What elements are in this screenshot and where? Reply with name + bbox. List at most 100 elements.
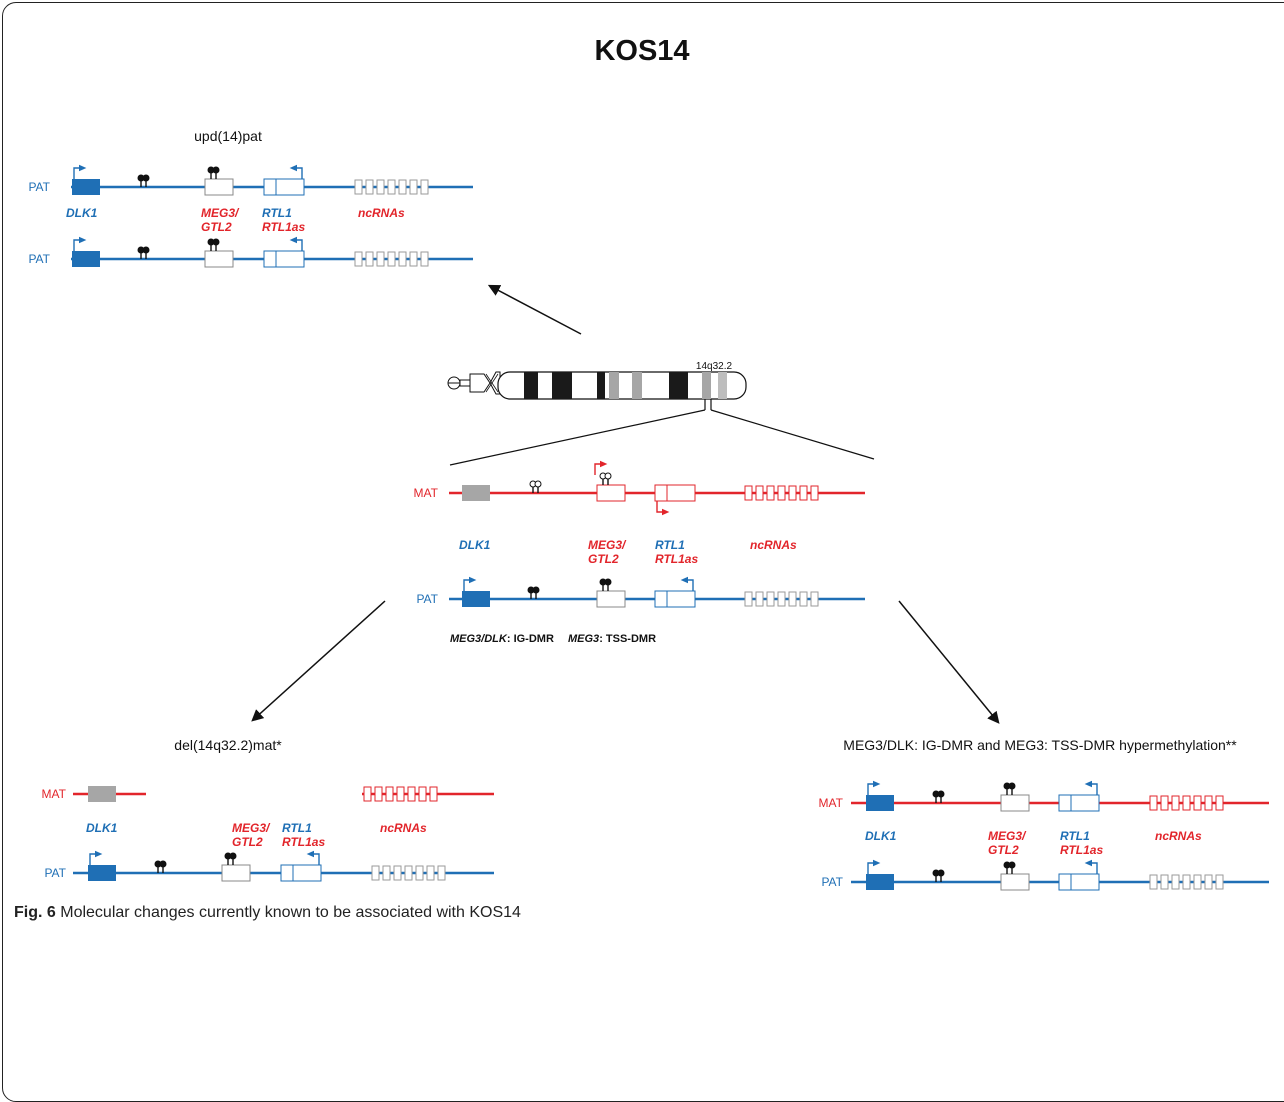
ncrna-exon: [387, 251, 396, 267]
ncrna-exon: [393, 865, 402, 881]
meg3-gene-box: [204, 178, 234, 196]
ncrna-exon: [365, 179, 374, 195]
gtl2-label: GTL2: [232, 835, 263, 849]
methylated-cpg: [532, 586, 540, 594]
pat-strand-label: PAT: [28, 180, 50, 194]
figure-title: KOS14: [594, 35, 689, 67]
methylated-cpg: [212, 166, 220, 174]
ncrna-exon: [398, 251, 407, 267]
rtl1-box: [1058, 873, 1100, 891]
transcription-start-arrow: [680, 576, 694, 591]
ncrna-exon: [429, 786, 438, 802]
ncrna-exon: [1204, 874, 1213, 890]
figure-caption: Fig. 6 Molecular changes currently known…: [14, 904, 521, 922]
ncrna-exon: [354, 179, 363, 195]
dlk1-gene-box: [72, 251, 100, 267]
dlk1-gene-box: [866, 874, 894, 890]
rtl1-box: [1058, 794, 1100, 812]
ncrna-exon: [418, 786, 427, 802]
ncrna-exon: [385, 786, 394, 802]
ncrna-exon: [1171, 795, 1180, 811]
ig-dmr-label: : IG-DMR: [507, 633, 554, 645]
ncrna-exon: [1215, 795, 1224, 811]
meg3-gene-box: [204, 250, 234, 268]
zoom-line-left: [449, 409, 706, 466]
ncrna-exon: [382, 865, 391, 881]
ncrna-exon: [766, 485, 775, 501]
transcription-start-arrow: [73, 164, 87, 179]
caption-text: Molecular changes currently known to be …: [60, 904, 521, 921]
dlk1-label: DLK1: [459, 538, 491, 552]
dlk1-gene-box: [866, 795, 894, 811]
ncrna-exon: [1193, 874, 1202, 890]
transcription-start-arrow: [656, 501, 670, 516]
ig-dmr-gene: MEG3/DLK: [450, 633, 508, 645]
methylated-cpg: [159, 860, 167, 868]
ncrna-exon: [398, 179, 407, 195]
transcription-start-arrow: [463, 576, 477, 591]
ncrna-exon: [744, 485, 753, 501]
chromosome-14-ideogram: 14q32.2: [447, 361, 747, 410]
unmethylated-cpg: [604, 472, 612, 480]
transcription-start-arrow: [1084, 859, 1098, 874]
rtl1-box: [280, 864, 322, 882]
methylated-cpg: [1008, 782, 1016, 790]
caption-label: Fig. 6: [14, 904, 56, 921]
transcription-start-arrow: [289, 236, 303, 251]
arrow-to-deletion: [251, 600, 386, 722]
methylated-cpg: [937, 790, 945, 798]
ncrna-exon: [415, 865, 424, 881]
ncrna-exon: [755, 485, 764, 501]
dlk1-gene-box: [88, 786, 116, 802]
rtl1-box: [263, 178, 305, 196]
ncrna-exon: [396, 786, 405, 802]
ncrna-exon: [376, 251, 385, 267]
ncrna-exon: [420, 251, 429, 267]
methylated-cpg: [212, 238, 220, 246]
gtl2-label: GTL2: [588, 552, 619, 566]
ncrna-exon: [1171, 874, 1180, 890]
ncrna-exon: [376, 179, 385, 195]
arrow-to-hypermethylation: [898, 600, 1000, 724]
dlk1-label: DLK1: [86, 821, 118, 835]
ncrna-exon: [437, 865, 446, 881]
meg3-gene-box: [596, 484, 626, 502]
ncrna-exon: [374, 786, 383, 802]
ncrna-exon: [1149, 874, 1158, 890]
ncrnas-label: ncRNAs: [380, 821, 427, 835]
meg3-label: MEG3/: [988, 829, 1027, 843]
rtl1-label: RTL1: [282, 821, 312, 835]
rtl1-box: [263, 250, 305, 268]
mat-strand-label: MAT: [42, 787, 67, 801]
methylated-cpg: [142, 246, 150, 254]
rtl1-box: [654, 484, 696, 502]
tss-dmr-gene: MEG3: [568, 633, 599, 645]
mat-strand-label: MAT: [819, 796, 844, 810]
unmethylated-cpg: [534, 480, 542, 488]
ncrna-exon: [799, 591, 808, 607]
pat-strand-label: PAT: [821, 875, 843, 889]
ncrna-exon: [371, 865, 380, 881]
ncrna-exon: [810, 591, 819, 607]
rtl1-box: [654, 590, 696, 608]
methylated-cpg: [229, 852, 237, 860]
mat-strand-label: MAT: [414, 486, 439, 500]
ncrna-exon: [407, 786, 416, 802]
ncrna-exon: [363, 786, 372, 802]
meg3-gene-box: [221, 864, 251, 882]
transcription-start-arrow: [73, 236, 87, 251]
tss-dmr-label: : TSS-DMR: [599, 633, 656, 645]
ncrna-exon: [404, 865, 413, 881]
dlk1-gene-box: [72, 179, 100, 195]
rtl1as-label: RTL1as: [262, 220, 305, 234]
rtl1as-label: RTL1as: [282, 835, 325, 849]
ncrna-exon: [777, 485, 786, 501]
transcription-start-arrow: [594, 460, 608, 475]
rtl1-label: RTL1: [655, 538, 685, 552]
ncrna-exon: [1182, 795, 1191, 811]
transcription-start-arrow: [306, 850, 320, 865]
rtl1as-label: RTL1as: [1060, 843, 1103, 857]
ncrna-exon: [1204, 795, 1213, 811]
transcription-start-arrow: [89, 850, 103, 865]
